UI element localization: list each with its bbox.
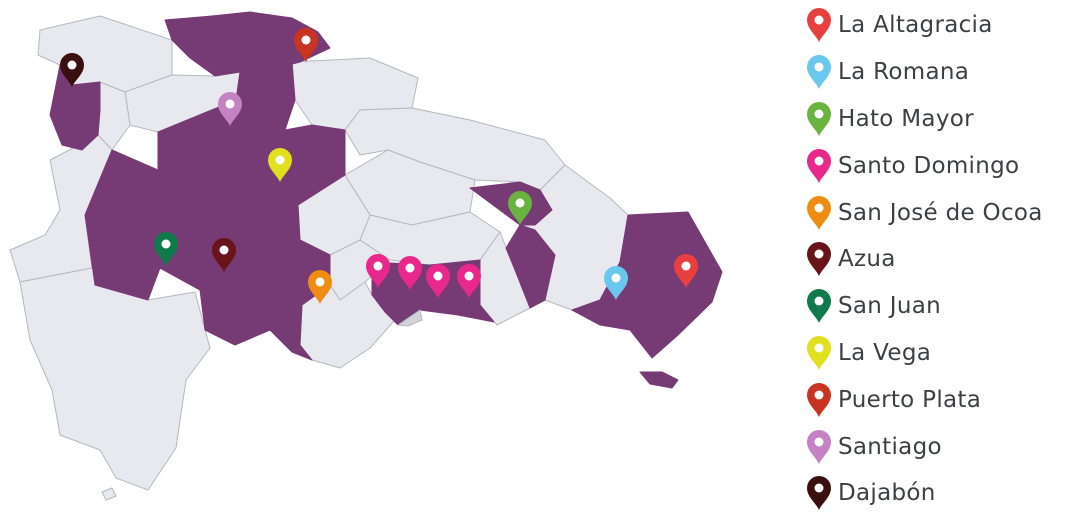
legend-label: La Vega [838, 339, 932, 366]
legend-item: Puerto Plata [806, 376, 1043, 423]
province-el-seibo [505, 224, 556, 309]
legend-item: La Romana [806, 49, 1043, 96]
legend-label: Santo Domingo [838, 152, 1020, 179]
legend-label: La Romana [838, 59, 970, 86]
map-pin-icon [807, 476, 831, 511]
legend-label: Santiago [838, 433, 942, 460]
province-azua [199, 239, 331, 361]
legend-label: Hato Mayor [838, 105, 974, 132]
map-pin-icon [268, 148, 292, 182]
legend-item: Hato Mayor [806, 96, 1043, 143]
legend-item: San Juan [806, 283, 1043, 330]
province-saona-island [639, 371, 679, 389]
province-la-altagracia [571, 211, 723, 359]
legend-item: San José de Ocoa [806, 189, 1043, 236]
map-pin-icon [426, 264, 450, 298]
legend-item: La Vega [806, 330, 1043, 377]
dominican-republic-map [9, 11, 723, 501]
map-pin-icon [807, 335, 831, 370]
map-pin-icon [807, 8, 831, 43]
map-pin-icon [366, 254, 390, 288]
province-ozama-bay [397, 309, 423, 327]
map-pin-icon [807, 242, 831, 277]
legend-item: Santiago [806, 423, 1043, 470]
map-pin-icon [218, 92, 242, 126]
province-dajabon [49, 64, 101, 151]
province-southwest [19, 267, 211, 491]
map-pin-icon [807, 101, 831, 136]
map-pin-icon [807, 148, 831, 183]
legend-item: Azua [806, 236, 1043, 283]
legend-label: La Altagracia [838, 12, 993, 39]
legend-item: Santo Domingo [806, 142, 1043, 189]
map-pin-icon [807, 429, 831, 464]
legend-label: Dajabón [838, 480, 936, 507]
legend-label: Azua [838, 246, 896, 273]
legend-item: La Altagracia [806, 2, 1043, 49]
map-pin-icon [807, 195, 831, 230]
legend-label: San José de Ocoa [838, 199, 1043, 226]
province-beata-island [101, 487, 117, 501]
map-pin-icon [508, 191, 532, 225]
map-pin-icon [60, 53, 84, 87]
legend-label: Puerto Plata [838, 386, 982, 413]
map-pin-icon [294, 28, 318, 62]
province-markers [60, 28, 698, 304]
map-pin-icon [212, 238, 236, 272]
legend-label: San Juan [838, 293, 942, 320]
map-pin-icon [308, 270, 332, 304]
map-pin-icon [154, 232, 178, 266]
map-pin-icon [457, 264, 481, 298]
map-pin-icon [807, 55, 831, 90]
legend-item: Dajabón [806, 470, 1043, 517]
province-puerto-plata [164, 11, 331, 77]
map-pin-icon [398, 256, 422, 290]
map-pin-icon [674, 254, 698, 288]
map-pin-icon [807, 382, 831, 417]
province-regions [9, 11, 723, 501]
map-pin-icon [604, 266, 628, 300]
map-pin-icon [807, 289, 831, 324]
